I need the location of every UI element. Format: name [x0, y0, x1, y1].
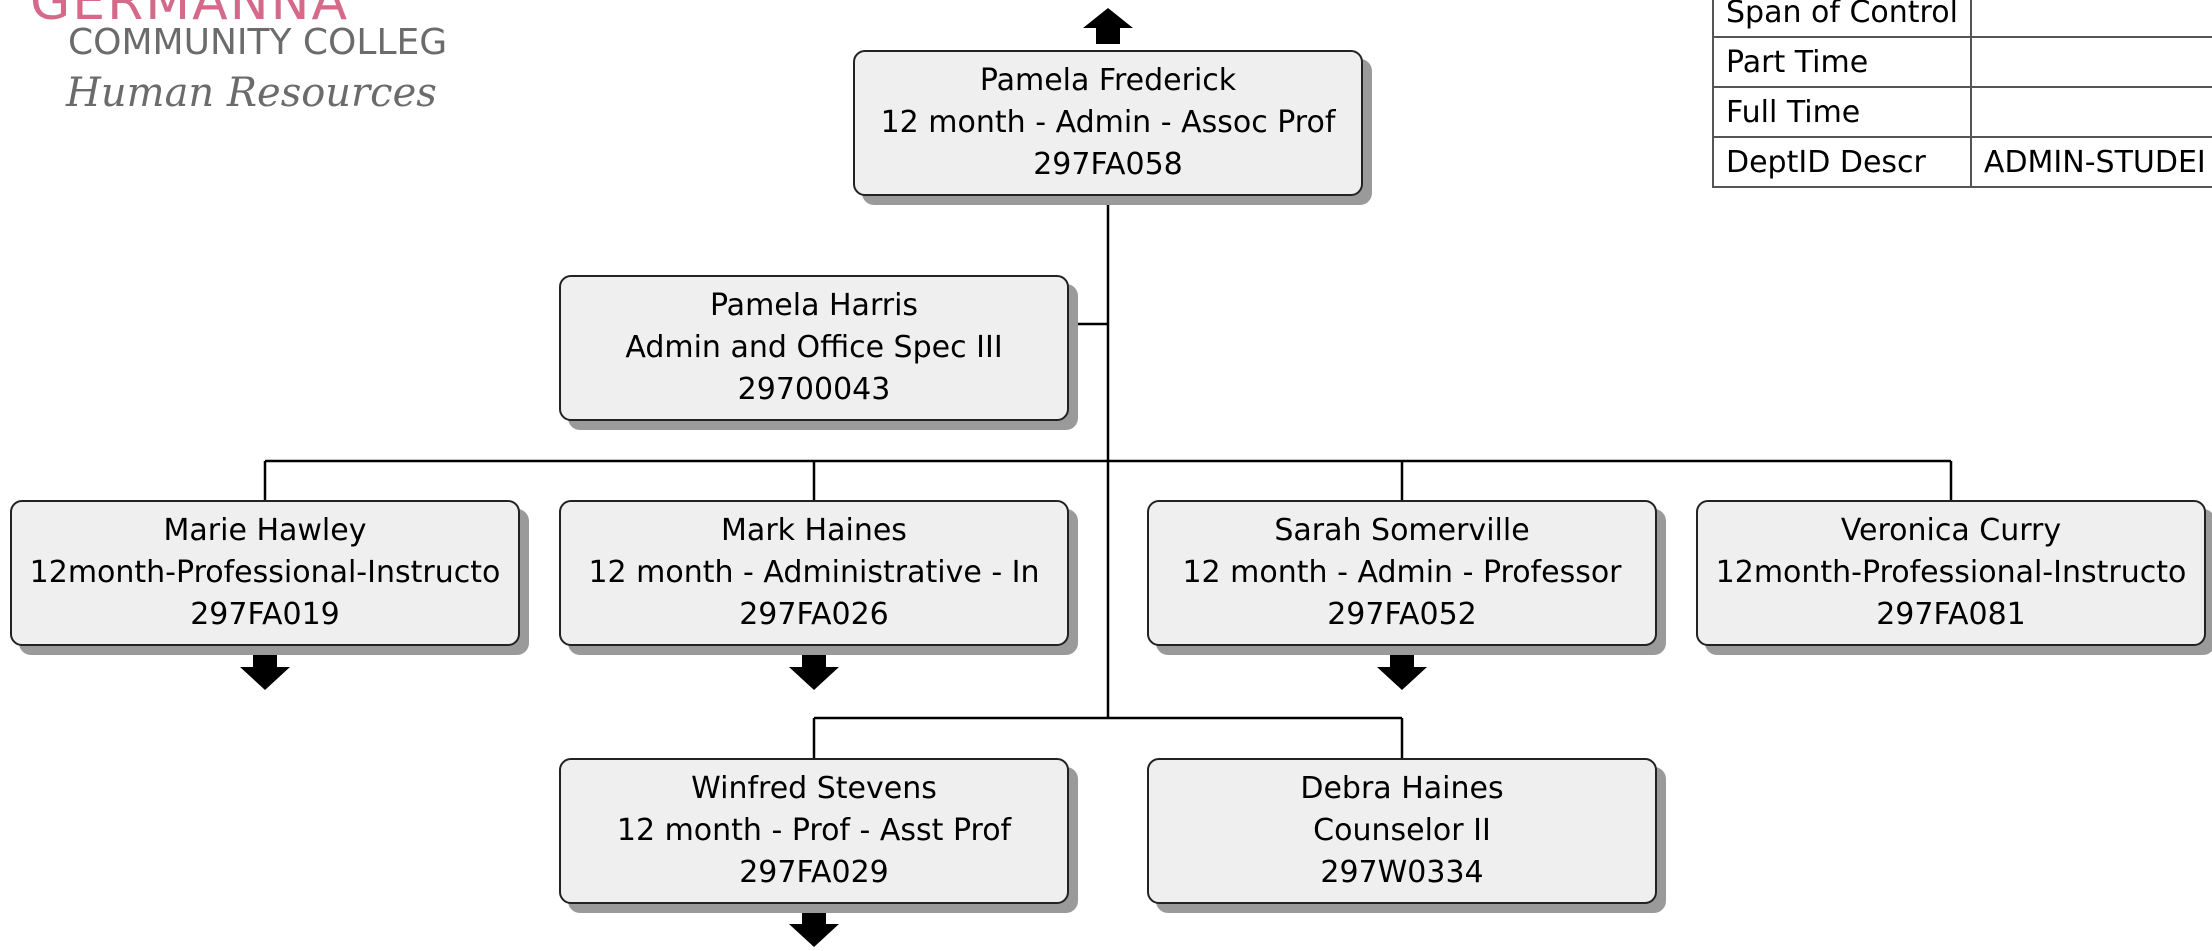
info-label: Part Time — [1712, 36, 1972, 88]
node-name: Marie Hawley — [163, 513, 367, 548]
info-label: Span of Control — [1712, 0, 1972, 38]
node-position-id: 297FA019 — [190, 597, 340, 632]
node-name: Debra Haines — [1300, 771, 1504, 806]
logo-community-college: COMMUNITY COLLEGE — [68, 22, 450, 63]
info-row-span-of-control: Span of Control — [1712, 0, 2212, 38]
node-name: Mark Haines — [721, 513, 907, 548]
up-arrow-icon — [1083, 8, 1133, 44]
info-label: Full Time — [1712, 86, 1972, 138]
node-title: 12 month - Admin - Assoc Prof — [880, 105, 1336, 140]
node-marie-hawley[interactable]: Marie Hawley 12month-Professional-Instru… — [10, 500, 520, 646]
node-name: Pamela Frederick — [979, 63, 1237, 98]
node-winfred-stevens[interactable]: Winfred Stevens 12 month - Prof - Asst P… — [559, 758, 1069, 904]
node-veronica-curry[interactable]: Veronica Curry 12month-Professional-Inst… — [1696, 500, 2206, 646]
node-position-id: 297FA058 — [1033, 147, 1183, 182]
node-position-id: 297W0334 — [1320, 855, 1484, 890]
info-row-deptid-descr: DeptID Descr ADMIN-STUDEI — [1712, 136, 2212, 188]
node-title: 12month-Professional-Instructo — [29, 555, 501, 590]
node-pamela-frederick[interactable]: Pamela Frederick 12 month - Admin - Asso… — [853, 50, 1363, 196]
node-position-id: 297FA026 — [739, 597, 889, 632]
node-position-id: 297FA052 — [1327, 597, 1477, 632]
logo-college-name: GERMANNA — [30, 0, 350, 32]
info-value — [1969, 0, 2212, 38]
info-row-full-time: Full Time — [1712, 86, 2212, 138]
node-sarah-somerville[interactable]: Sarah Somerville 12 month - Admin - Prof… — [1147, 500, 1657, 646]
node-title: 12 month - Prof - Asst Prof — [616, 813, 1012, 848]
node-name: Winfred Stevens — [691, 771, 937, 806]
node-title: Counselor II — [1313, 813, 1491, 848]
college-logo: GERMANNA COMMUNITY COLLEGE Human Resourc… — [0, 0, 450, 120]
info-label: DeptID Descr — [1712, 136, 1972, 188]
info-value — [1969, 36, 2212, 88]
info-value: ADMIN-STUDEI — [1969, 136, 2212, 188]
node-pamela-harris[interactable]: Pamela Harris Admin and Office Spec III … — [559, 275, 1069, 421]
node-position-id: 297FA029 — [739, 855, 889, 890]
node-debra-haines[interactable]: Debra Haines Counselor II 297W0334 — [1147, 758, 1657, 904]
down-arrow-icon — [789, 908, 839, 947]
down-arrow-icon — [789, 651, 839, 690]
info-row-part-time: Part Time — [1712, 36, 2212, 88]
node-title: Admin and Office Spec III — [625, 330, 1003, 365]
node-name: Pamela Harris — [709, 288, 919, 323]
info-table: Span of Control Part Time Full Time Dept… — [1712, 0, 2212, 188]
down-arrow-icon — [240, 651, 290, 690]
node-title: 12month-Professional-Instructo — [1715, 555, 2187, 590]
node-title: 12 month - Admin - Professor — [1182, 555, 1622, 590]
down-arrow-icon — [1377, 651, 1427, 690]
info-value — [1969, 86, 2212, 138]
node-position-id: 297FA081 — [1876, 597, 2026, 632]
node-mark-haines[interactable]: Mark Haines 12 month - Administrative - … — [559, 500, 1069, 646]
node-title: 12 month - Administrative - In — [588, 555, 1040, 590]
logo-department: Human Resources — [66, 70, 437, 116]
node-name: Sarah Somerville — [1274, 513, 1530, 548]
node-name: Veronica Curry — [1840, 513, 2062, 548]
node-position-id: 29700043 — [737, 372, 891, 407]
